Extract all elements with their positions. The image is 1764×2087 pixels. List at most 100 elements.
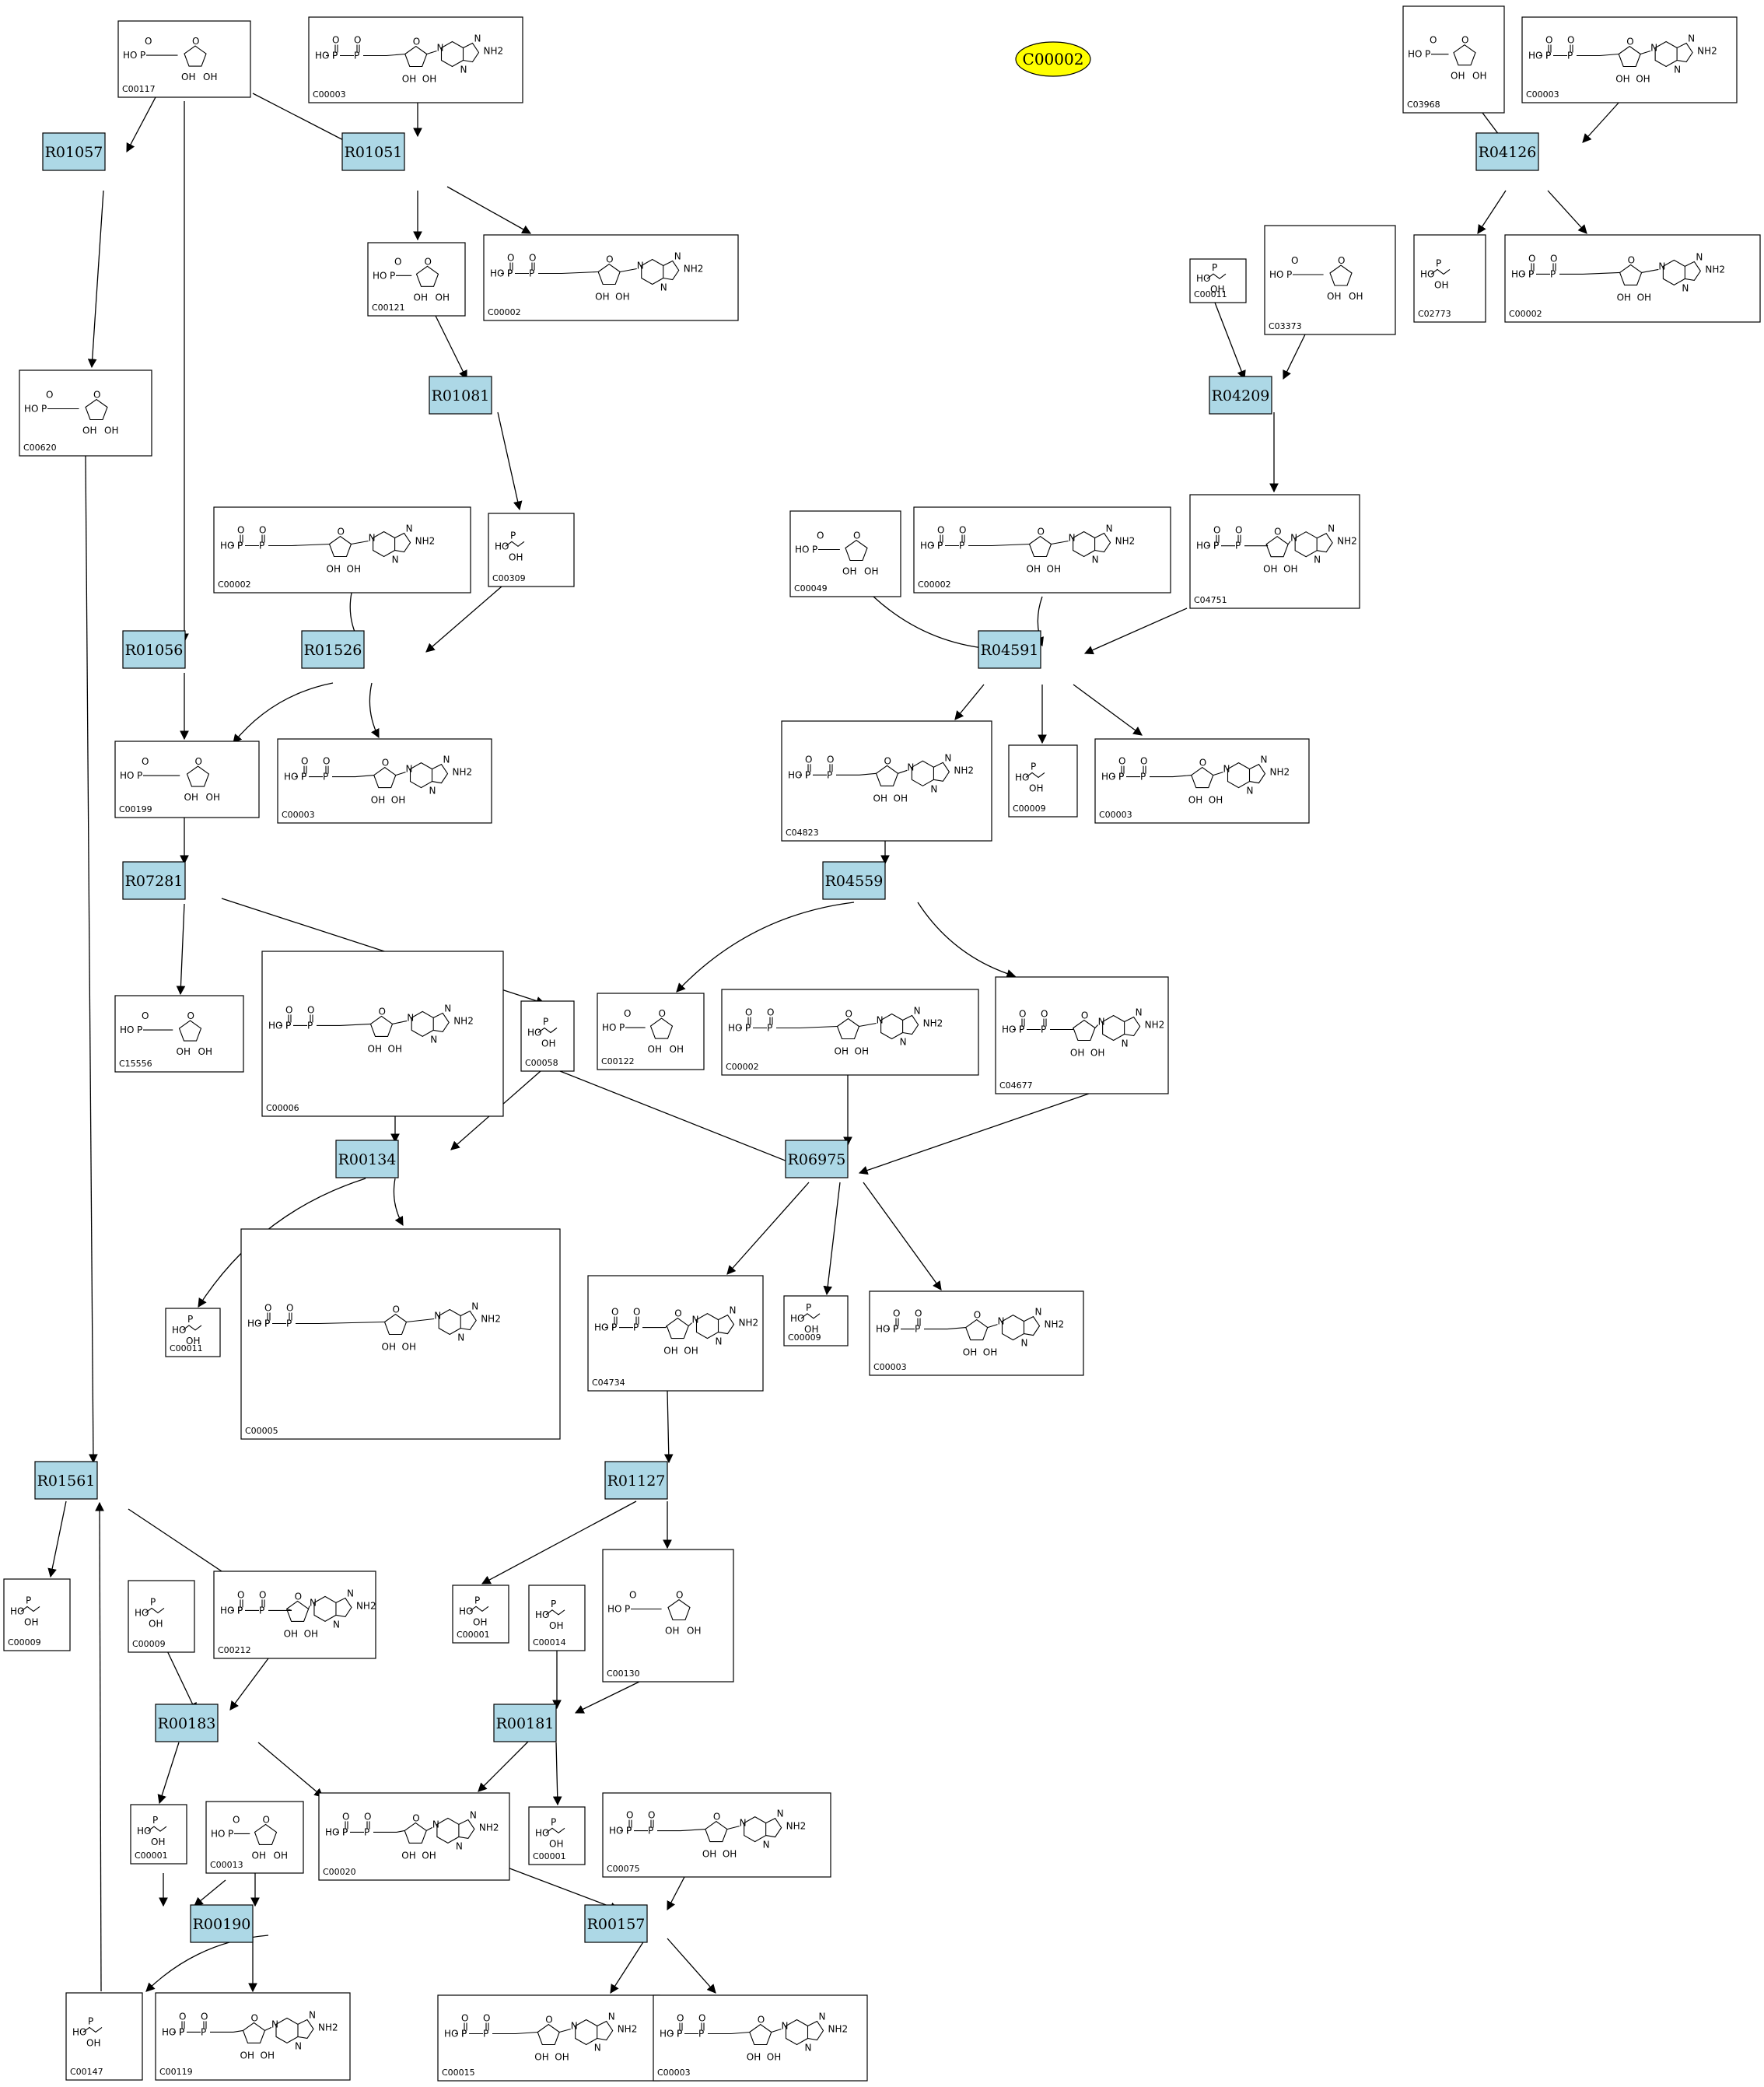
- reaction-id-label: R00183: [158, 1715, 216, 1732]
- compound-node[interactable]: HOPOHOHNH2C04677: [995, 976, 1169, 1094]
- compound-node[interactable]: HOPOHOHNH2C00003: [277, 738, 492, 824]
- compound-box: [1189, 258, 1247, 303]
- reaction-node[interactable]: R06975: [785, 1140, 849, 1178]
- reaction-node[interactable]: R04126: [1475, 132, 1539, 171]
- reaction-node[interactable]: R00190: [190, 1904, 254, 1943]
- svg-text:O: O: [145, 36, 152, 47]
- reaction-id-label: R04209: [1212, 387, 1270, 404]
- compound-node[interactable]: HOPOHOHNH2C00002: [483, 234, 739, 321]
- svg-text:HO: HO: [325, 1826, 339, 1837]
- compound-node[interactable]: HOPOHOHNH2C00006: [261, 951, 504, 1117]
- compound-node[interactable]: HOPOHOHNH2C00003: [1521, 16, 1738, 103]
- reaction-node[interactable]: R04591: [978, 630, 1041, 669]
- svg-text:P: P: [1425, 49, 1430, 60]
- reaction-node[interactable]: R04559: [822, 861, 886, 900]
- reaction-box: [493, 1704, 557, 1742]
- svg-text:HO: HO: [137, 1826, 151, 1837]
- reaction-node[interactable]: R01081: [429, 376, 492, 415]
- compound-node[interactable]: HOPOHOHNH2C00002: [1504, 234, 1761, 323]
- pathway-edge: [446, 186, 532, 234]
- compound-box: [602, 1792, 831, 1878]
- compound-node[interactable]: HOPOHOHNH2C00002: [721, 989, 979, 1076]
- reaction-box: [122, 630, 186, 669]
- svg-text:OH: OH: [1090, 1048, 1104, 1059]
- reaction-node[interactable]: R01561: [34, 1461, 98, 1500]
- reaction-node[interactable]: R00134: [335, 1140, 399, 1178]
- compound-node[interactable]: HOPOHOHNH2C04734: [587, 1275, 764, 1392]
- compound-node[interactable]: HOPOHOHNH2C00002: [213, 506, 471, 594]
- compound-node[interactable]: HOPOHOHNH2C00119: [155, 1992, 351, 2081]
- svg-text:NH2: NH2: [739, 1318, 759, 1329]
- compound-box: [1504, 234, 1761, 323]
- svg-text:O: O: [233, 1814, 240, 1825]
- reaction-node[interactable]: R01056: [122, 630, 186, 669]
- compound-node[interactable]: HOPOHOHNH2C00212: [213, 1571, 376, 1659]
- compound-node[interactable]: HOPOHOHNH2C00003: [869, 1290, 1084, 1376]
- compound-node[interactable]: HOPOHOHNH2C00005: [240, 1228, 561, 1440]
- compound-node[interactable]: HOPOHOHNH2C04751: [1189, 494, 1360, 609]
- svg-text:OH: OH: [767, 2052, 781, 2063]
- compound-node[interactable]: HOPOHOHNH2C00003: [653, 1994, 868, 2082]
- compound-node[interactable]: HOPOHOHNH2C00015: [437, 1994, 660, 2082]
- compound-node[interactable]: HOPOHOHNH2C04823: [781, 720, 992, 842]
- svg-text:OH: OH: [151, 1837, 165, 1847]
- svg-text:HO: HO: [1420, 268, 1434, 279]
- reaction-node[interactable]: R00181: [493, 1704, 557, 1742]
- compound-node[interactable]: HOPOHOHNH2C00020: [318, 1792, 510, 1881]
- pathway-edge: [481, 1500, 637, 1585]
- svg-text:OH: OH: [670, 1044, 684, 1055]
- compound-id-label: C04823: [786, 828, 819, 838]
- svg-text:OH: OH: [1327, 291, 1341, 302]
- compound-node[interactable]: HOPOHOHNH2C00002: [913, 506, 1171, 594]
- reaction-node[interactable]: R00157: [584, 1904, 648, 1943]
- molecule-structure: HOPOHOHNH2: [490, 250, 703, 303]
- compound-node[interactable]: HOPOHOHNH2C00075: [602, 1792, 831, 1878]
- reaction-node[interactable]: R07281: [122, 861, 186, 900]
- compound-id-label: C04751: [1194, 595, 1227, 605]
- root-compound-ellipse: [1015, 41, 1091, 77]
- reaction-node[interactable]: R01127: [604, 1461, 668, 1500]
- reaction-node[interactable]: R01057: [42, 132, 106, 171]
- reaction-node[interactable]: R04209: [1209, 376, 1272, 415]
- svg-text:O: O: [817, 531, 824, 541]
- reaction-box: [584, 1904, 648, 1943]
- reaction-node[interactable]: R01051: [341, 132, 405, 171]
- reaction-node[interactable]: R00183: [155, 1704, 219, 1742]
- pathway-edge: [47, 1500, 67, 1578]
- reaction-node[interactable]: R01526: [301, 630, 365, 669]
- svg-text:OH: OH: [1283, 564, 1297, 575]
- compound-node[interactable]: HOPOHOHNH2C00003: [1094, 738, 1310, 824]
- svg-text:HO: HO: [1196, 541, 1210, 552]
- root-compound-node[interactable]: C00002: [1015, 41, 1091, 77]
- compound-box: [65, 1992, 143, 2081]
- svg-text:OH: OH: [555, 2052, 569, 2063]
- compound-node[interactable]: HOPOHOHNH2C00003: [308, 16, 523, 103]
